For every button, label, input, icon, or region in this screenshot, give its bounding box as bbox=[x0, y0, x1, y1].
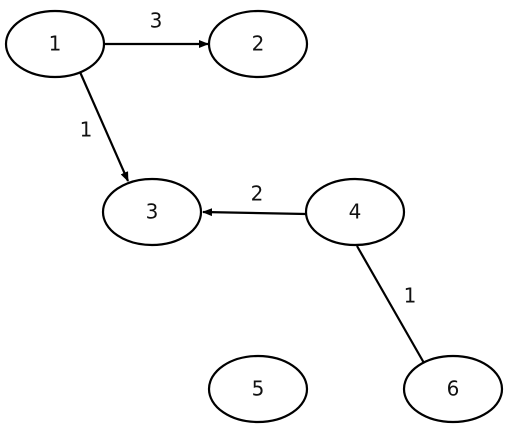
node-1: 1 bbox=[4, 9, 106, 79]
node-ellipse-2 bbox=[207, 9, 309, 79]
node-label-2: 2 bbox=[252, 32, 265, 56]
edge-weight-n4-n3: 2 bbox=[251, 182, 264, 206]
nodes-layer: 1 2 3 4 5 6 bbox=[4, 9, 504, 424]
edge-n4-n6 bbox=[356, 245, 429, 371]
node-label-5: 5 bbox=[252, 377, 265, 401]
node-5: 5 bbox=[207, 354, 309, 424]
node-ellipse-5 bbox=[207, 354, 309, 424]
edge-weight-n1-n2: 3 bbox=[150, 9, 163, 33]
edges-layer bbox=[78, 40, 429, 371]
node-6: 6 bbox=[402, 354, 504, 424]
node-ellipse-6 bbox=[402, 354, 504, 424]
node-label-6: 6 bbox=[447, 377, 460, 401]
node-label-1: 1 bbox=[49, 32, 62, 56]
node-3: 3 bbox=[101, 177, 203, 247]
node-ellipse-4 bbox=[304, 177, 406, 247]
edge-n4-n3 bbox=[202, 208, 307, 217]
edge-n1-n3 bbox=[78, 71, 130, 182]
node-label-3: 3 bbox=[146, 200, 159, 224]
edge-labels-layer: 3 1 2 1 bbox=[80, 9, 417, 308]
node-ellipse-1 bbox=[4, 9, 106, 79]
node-ellipse-3 bbox=[101, 177, 203, 247]
node-2: 2 bbox=[207, 9, 309, 79]
node-4: 4 bbox=[304, 177, 406, 247]
node-label-4: 4 bbox=[349, 200, 362, 224]
edge-weight-n1-n3: 1 bbox=[80, 118, 93, 142]
edge-weight-n4-n6: 1 bbox=[404, 284, 417, 308]
